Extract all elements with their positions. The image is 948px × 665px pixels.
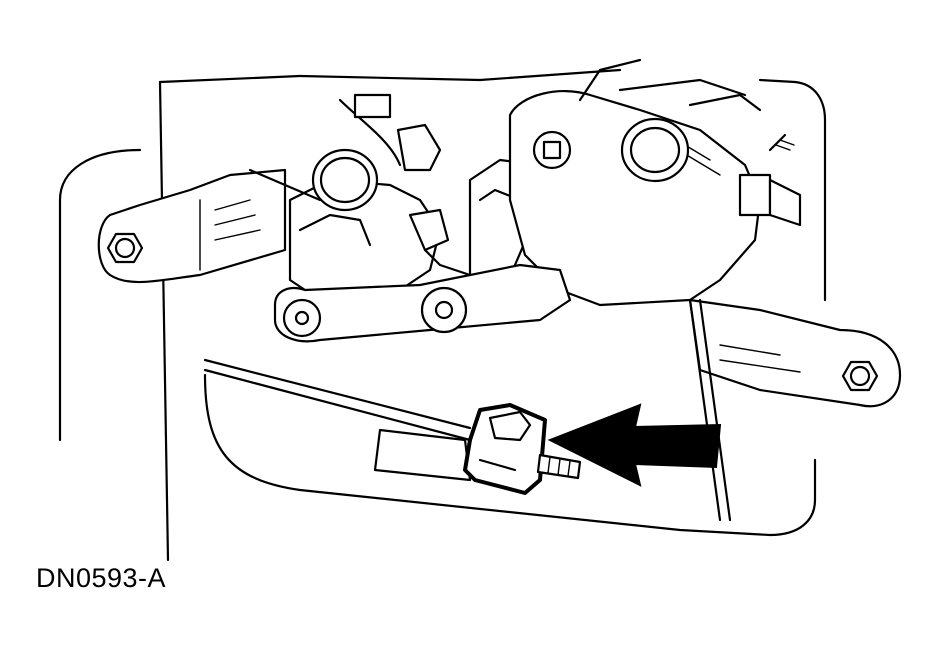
control-cable <box>203 298 732 522</box>
highlighted-cable-clip <box>463 403 547 495</box>
mounting-plate <box>58 68 827 537</box>
cable-bracket-right <box>738 133 802 227</box>
pointer-arrow-icon <box>547 403 722 487</box>
pivot-bushing-right <box>620 117 690 183</box>
center-connector-clip <box>408 208 472 277</box>
pivot-square-stud <box>532 130 572 170</box>
return-spring <box>248 93 762 202</box>
link-arm <box>273 263 572 343</box>
lower-mounting-tab <box>373 428 472 482</box>
right-bolt-icon <box>841 360 879 392</box>
upper-connector-clip <box>353 93 442 172</box>
frame-rail <box>158 74 302 562</box>
pivot-bushing-left <box>311 148 379 212</box>
left-support-bracket <box>97 168 287 284</box>
left-bolt-icon <box>106 232 144 264</box>
upper-right-plate <box>508 58 762 307</box>
threaded-stud <box>536 453 582 480</box>
figure-caption: DN0593-A <box>36 563 167 593</box>
